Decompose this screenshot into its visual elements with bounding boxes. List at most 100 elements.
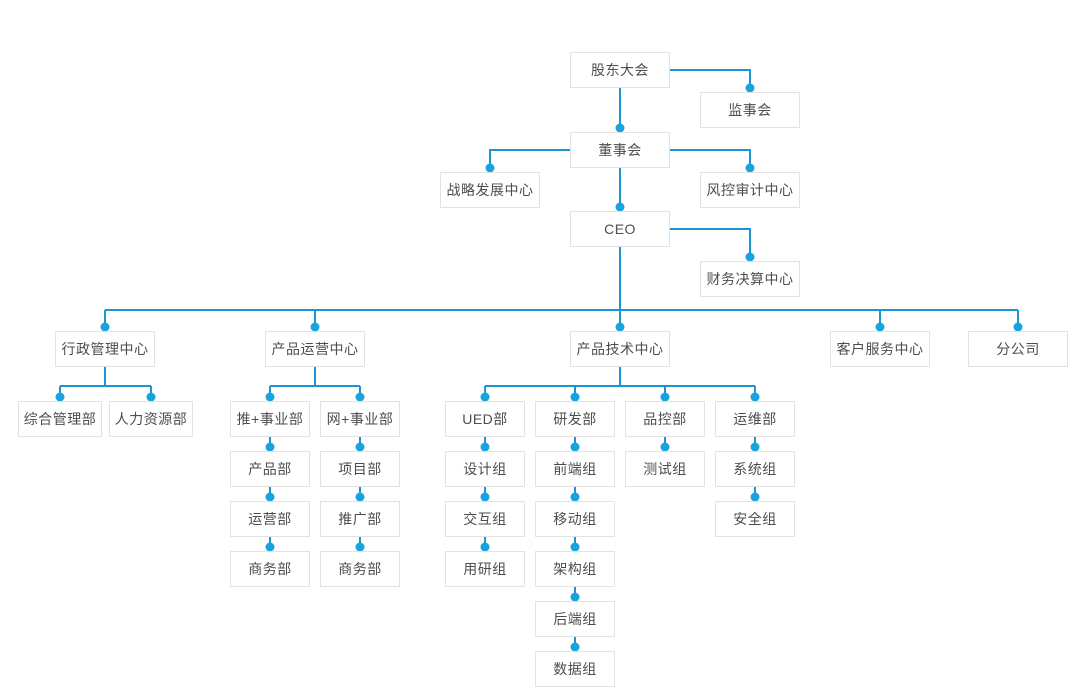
connector-dot xyxy=(1013,322,1023,332)
org-node-wang-division[interactable]: 网+事业部 xyxy=(320,401,400,437)
connector-dot xyxy=(570,442,580,452)
org-node-tech-center[interactable]: 产品技术中心 xyxy=(570,331,670,367)
connector-line xyxy=(670,69,751,88)
org-node-label: 产品技术中心 xyxy=(576,341,664,357)
org-node-label: 前端组 xyxy=(553,461,597,477)
org-node-label: 风控审计中心 xyxy=(706,182,794,198)
org-node-tui-division[interactable]: 推+事业部 xyxy=(230,401,310,437)
connector-dot xyxy=(355,442,365,452)
org-node-design-group[interactable]: 设计组 xyxy=(445,451,525,487)
org-node-user-research-group[interactable]: 用研组 xyxy=(445,551,525,587)
org-node-frontend-group[interactable]: 前端组 xyxy=(535,451,615,487)
org-node-risk-audit-center[interactable]: 风控审计中心 xyxy=(700,172,800,208)
org-node-general-admin-dept[interactable]: 综合管理部 xyxy=(18,401,102,437)
org-node-label: 后端组 xyxy=(553,611,597,627)
org-node-label: 品控部 xyxy=(643,411,687,427)
org-node-ops-center[interactable]: 产品运营中心 xyxy=(265,331,365,367)
org-node-data-group[interactable]: 数据组 xyxy=(535,651,615,687)
org-node-shareholders[interactable]: 股东大会 xyxy=(570,52,670,88)
org-node-ued-dept[interactable]: UED部 xyxy=(445,401,525,437)
org-node-label: 产品运营中心 xyxy=(271,341,359,357)
org-node-finance-center[interactable]: 财务决算中心 xyxy=(700,261,800,297)
connector-dot xyxy=(355,492,365,502)
org-node-label: 项目部 xyxy=(338,461,382,477)
org-node-service-center[interactable]: 客户服务中心 xyxy=(830,331,930,367)
org-node-promotion-dept[interactable]: 推广部 xyxy=(320,501,400,537)
org-node-business-dept-1[interactable]: 商务部 xyxy=(230,551,310,587)
org-node-interaction-group[interactable]: 交互组 xyxy=(445,501,525,537)
org-node-system-group[interactable]: 系统组 xyxy=(715,451,795,487)
org-node-label: 架构组 xyxy=(553,561,597,577)
org-node-backend-group[interactable]: 后端组 xyxy=(535,601,615,637)
org-node-test-group[interactable]: 测试组 xyxy=(625,451,705,487)
connector-dot xyxy=(100,322,110,332)
org-node-label: UED部 xyxy=(462,411,508,427)
connector-line xyxy=(670,228,751,257)
org-node-label: 推+事业部 xyxy=(236,411,304,427)
connector-dot xyxy=(615,322,625,332)
connector-dot xyxy=(265,442,275,452)
org-node-supervisory-board[interactable]: 监事会 xyxy=(700,92,800,128)
connector-dot xyxy=(660,392,670,402)
org-node-label: 分公司 xyxy=(996,341,1040,357)
connector-dot xyxy=(146,392,156,402)
org-node-label: 安全组 xyxy=(733,511,777,527)
org-node-admin-center[interactable]: 行政管理中心 xyxy=(55,331,155,367)
org-node-label: 商务部 xyxy=(248,561,292,577)
org-node-operation-dept[interactable]: 运营部 xyxy=(230,501,310,537)
connector-dot xyxy=(745,252,755,262)
org-node-label: 设计组 xyxy=(463,461,507,477)
connector-dot xyxy=(750,392,760,402)
connector-dot xyxy=(570,592,580,602)
connector-dot xyxy=(265,492,275,502)
connector-dot xyxy=(355,392,365,402)
org-node-branch-company[interactable]: 分公司 xyxy=(968,331,1068,367)
connector-dot xyxy=(265,542,275,552)
org-node-label: 交互组 xyxy=(463,511,507,527)
org-node-strategy-center[interactable]: 战略发展中心 xyxy=(440,172,540,208)
org-node-label: 研发部 xyxy=(553,411,597,427)
org-node-label: 网+事业部 xyxy=(326,411,394,427)
org-node-label: 系统组 xyxy=(733,461,777,477)
org-node-rd-dept[interactable]: 研发部 xyxy=(535,401,615,437)
org-node-security-group[interactable]: 安全组 xyxy=(715,501,795,537)
org-node-label: 人力资源部 xyxy=(114,411,188,427)
org-node-product-dept[interactable]: 产品部 xyxy=(230,451,310,487)
org-node-label: 推广部 xyxy=(338,511,382,527)
connector-dot xyxy=(745,83,755,93)
connector-dot xyxy=(750,492,760,502)
org-node-label: 运营部 xyxy=(248,511,292,527)
connector-dot xyxy=(745,163,755,173)
org-node-hr-dept[interactable]: 人力资源部 xyxy=(109,401,193,437)
org-node-label: 监事会 xyxy=(728,102,772,118)
org-node-label: 测试组 xyxy=(643,461,687,477)
connector-dot xyxy=(570,642,580,652)
org-node-project-dept[interactable]: 项目部 xyxy=(320,451,400,487)
connector-dot xyxy=(480,442,490,452)
org-node-label: 综合管理部 xyxy=(23,411,97,427)
connector-dot xyxy=(570,392,580,402)
connector-dot xyxy=(480,392,490,402)
org-node-board-of-directors[interactable]: 董事会 xyxy=(570,132,670,168)
connector-dot xyxy=(875,322,885,332)
connector-dot xyxy=(615,123,625,133)
org-node-qc-dept[interactable]: 品控部 xyxy=(625,401,705,437)
org-node-label: 客户服务中心 xyxy=(836,341,924,357)
org-node-label: 董事会 xyxy=(598,142,642,158)
connector-dot xyxy=(265,392,275,402)
org-node-label: 数据组 xyxy=(553,661,597,677)
org-node-architecture-group[interactable]: 架构组 xyxy=(535,551,615,587)
connector-line xyxy=(489,149,570,168)
org-node-label: CEO xyxy=(604,221,636,237)
connector-dot xyxy=(485,163,495,173)
connector-dot xyxy=(355,542,365,552)
org-node-label: 产品部 xyxy=(248,461,292,477)
org-node-label: 行政管理中心 xyxy=(61,341,149,357)
org-node-ceo[interactable]: CEO xyxy=(570,211,670,247)
connector-dot xyxy=(570,492,580,502)
org-node-mobile-group[interactable]: 移动组 xyxy=(535,501,615,537)
org-node-label: 财务决算中心 xyxy=(706,271,794,287)
org-node-devops-dept[interactable]: 运维部 xyxy=(715,401,795,437)
org-node-business-dept-2[interactable]: 商务部 xyxy=(320,551,400,587)
connector-dot xyxy=(660,442,670,452)
